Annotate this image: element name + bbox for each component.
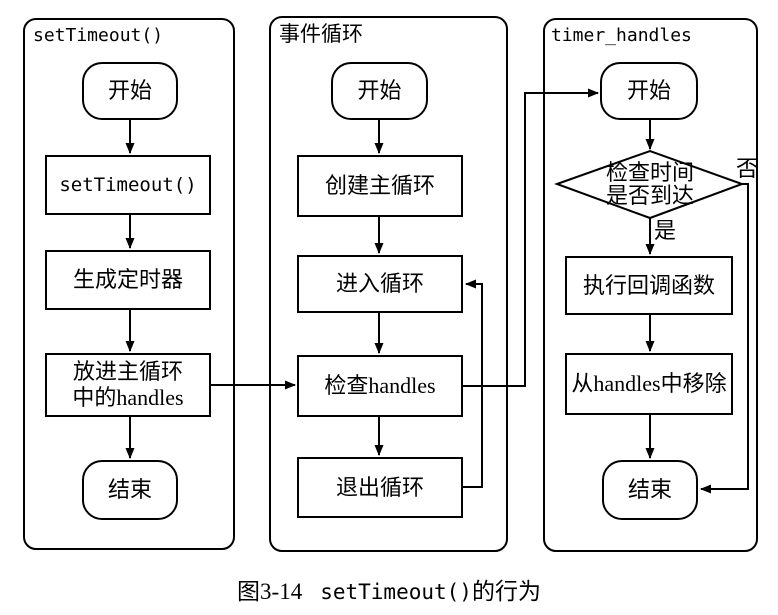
- panel-settimeout: [23, 18, 235, 550]
- panel-title-timer-handles: timer_handles: [551, 25, 692, 46]
- node-generate-timer: 生成定时器: [45, 250, 211, 310]
- node-end-settimeout: 结束: [82, 460, 178, 520]
- node-settimeout-call: setTimeout(): [45, 155, 211, 215]
- caption-suffix-text: 的行为: [471, 579, 541, 604]
- edge-check-handles-to-start3: [463, 88, 599, 387]
- node-label: 开始: [107, 78, 152, 104]
- node-start-event-loop: 开始: [331, 62, 428, 120]
- panel-event-loop: [269, 16, 508, 552]
- node-label: 结束: [107, 477, 152, 503]
- node-label: 进入循环: [335, 271, 424, 297]
- branch-label-yes: 是: [654, 218, 677, 243]
- node-label: 检查handles: [324, 373, 436, 399]
- node-check-handles: 检查handles: [297, 355, 463, 417]
- node-put-into-main-loop-handles: 放进主循环 中的handles: [45, 353, 211, 417]
- node-label: 开始: [626, 78, 671, 104]
- node-label: setTimeout(): [59, 173, 197, 196]
- node-exec-callback: 执行回调函数: [565, 256, 733, 315]
- node-exit-loop: 退出循环: [297, 457, 463, 518]
- node-create-main-loop: 创建主循环: [297, 155, 463, 217]
- panel-title-settimeout: setTimeout(): [33, 25, 164, 46]
- node-label: 执行回调函数: [582, 272, 715, 298]
- edge-exit-loop-back-to-enter-loop: [463, 279, 483, 488]
- node-label: 从handles中移除: [571, 371, 727, 397]
- branch-label-no: 否: [736, 156, 759, 181]
- panel-title-event-loop: 事件循环: [279, 22, 363, 46]
- node-label: 结束: [627, 477, 672, 503]
- caption-code-text: setTimeout(): [320, 580, 472, 604]
- node-enter-loop: 进入循环: [297, 255, 463, 313]
- node-end-timer-handles: 结束: [602, 460, 698, 520]
- node-label: 生成定时器: [72, 267, 183, 293]
- node-start-settimeout: 开始: [82, 62, 178, 120]
- decision-label-line2: 是否到达: [605, 183, 694, 208]
- figure-number: 图3-14: [237, 579, 303, 604]
- panel-timer-handles: [543, 18, 758, 552]
- decision-label-line1: 检查时间: [605, 160, 694, 185]
- node-start-timer-handles: 开始: [600, 62, 698, 120]
- node-label-line1: 放进主循环: [72, 359, 183, 385]
- decision-label-check-time: 检查时间 是否到达: [577, 161, 723, 207]
- node-label: 退出循环: [335, 474, 424, 500]
- node-remove-from-handles: 从handles中移除: [565, 353, 733, 415]
- node-label: 创建主循环: [324, 173, 435, 199]
- figure-caption: 图3-14 setTimeout()的行为: [0, 572, 778, 606]
- node-label-line2: 中的handles: [72, 385, 184, 410]
- node-label: 开始: [357, 78, 402, 104]
- edge-diamond-no-to-end3: [700, 183, 749, 494]
